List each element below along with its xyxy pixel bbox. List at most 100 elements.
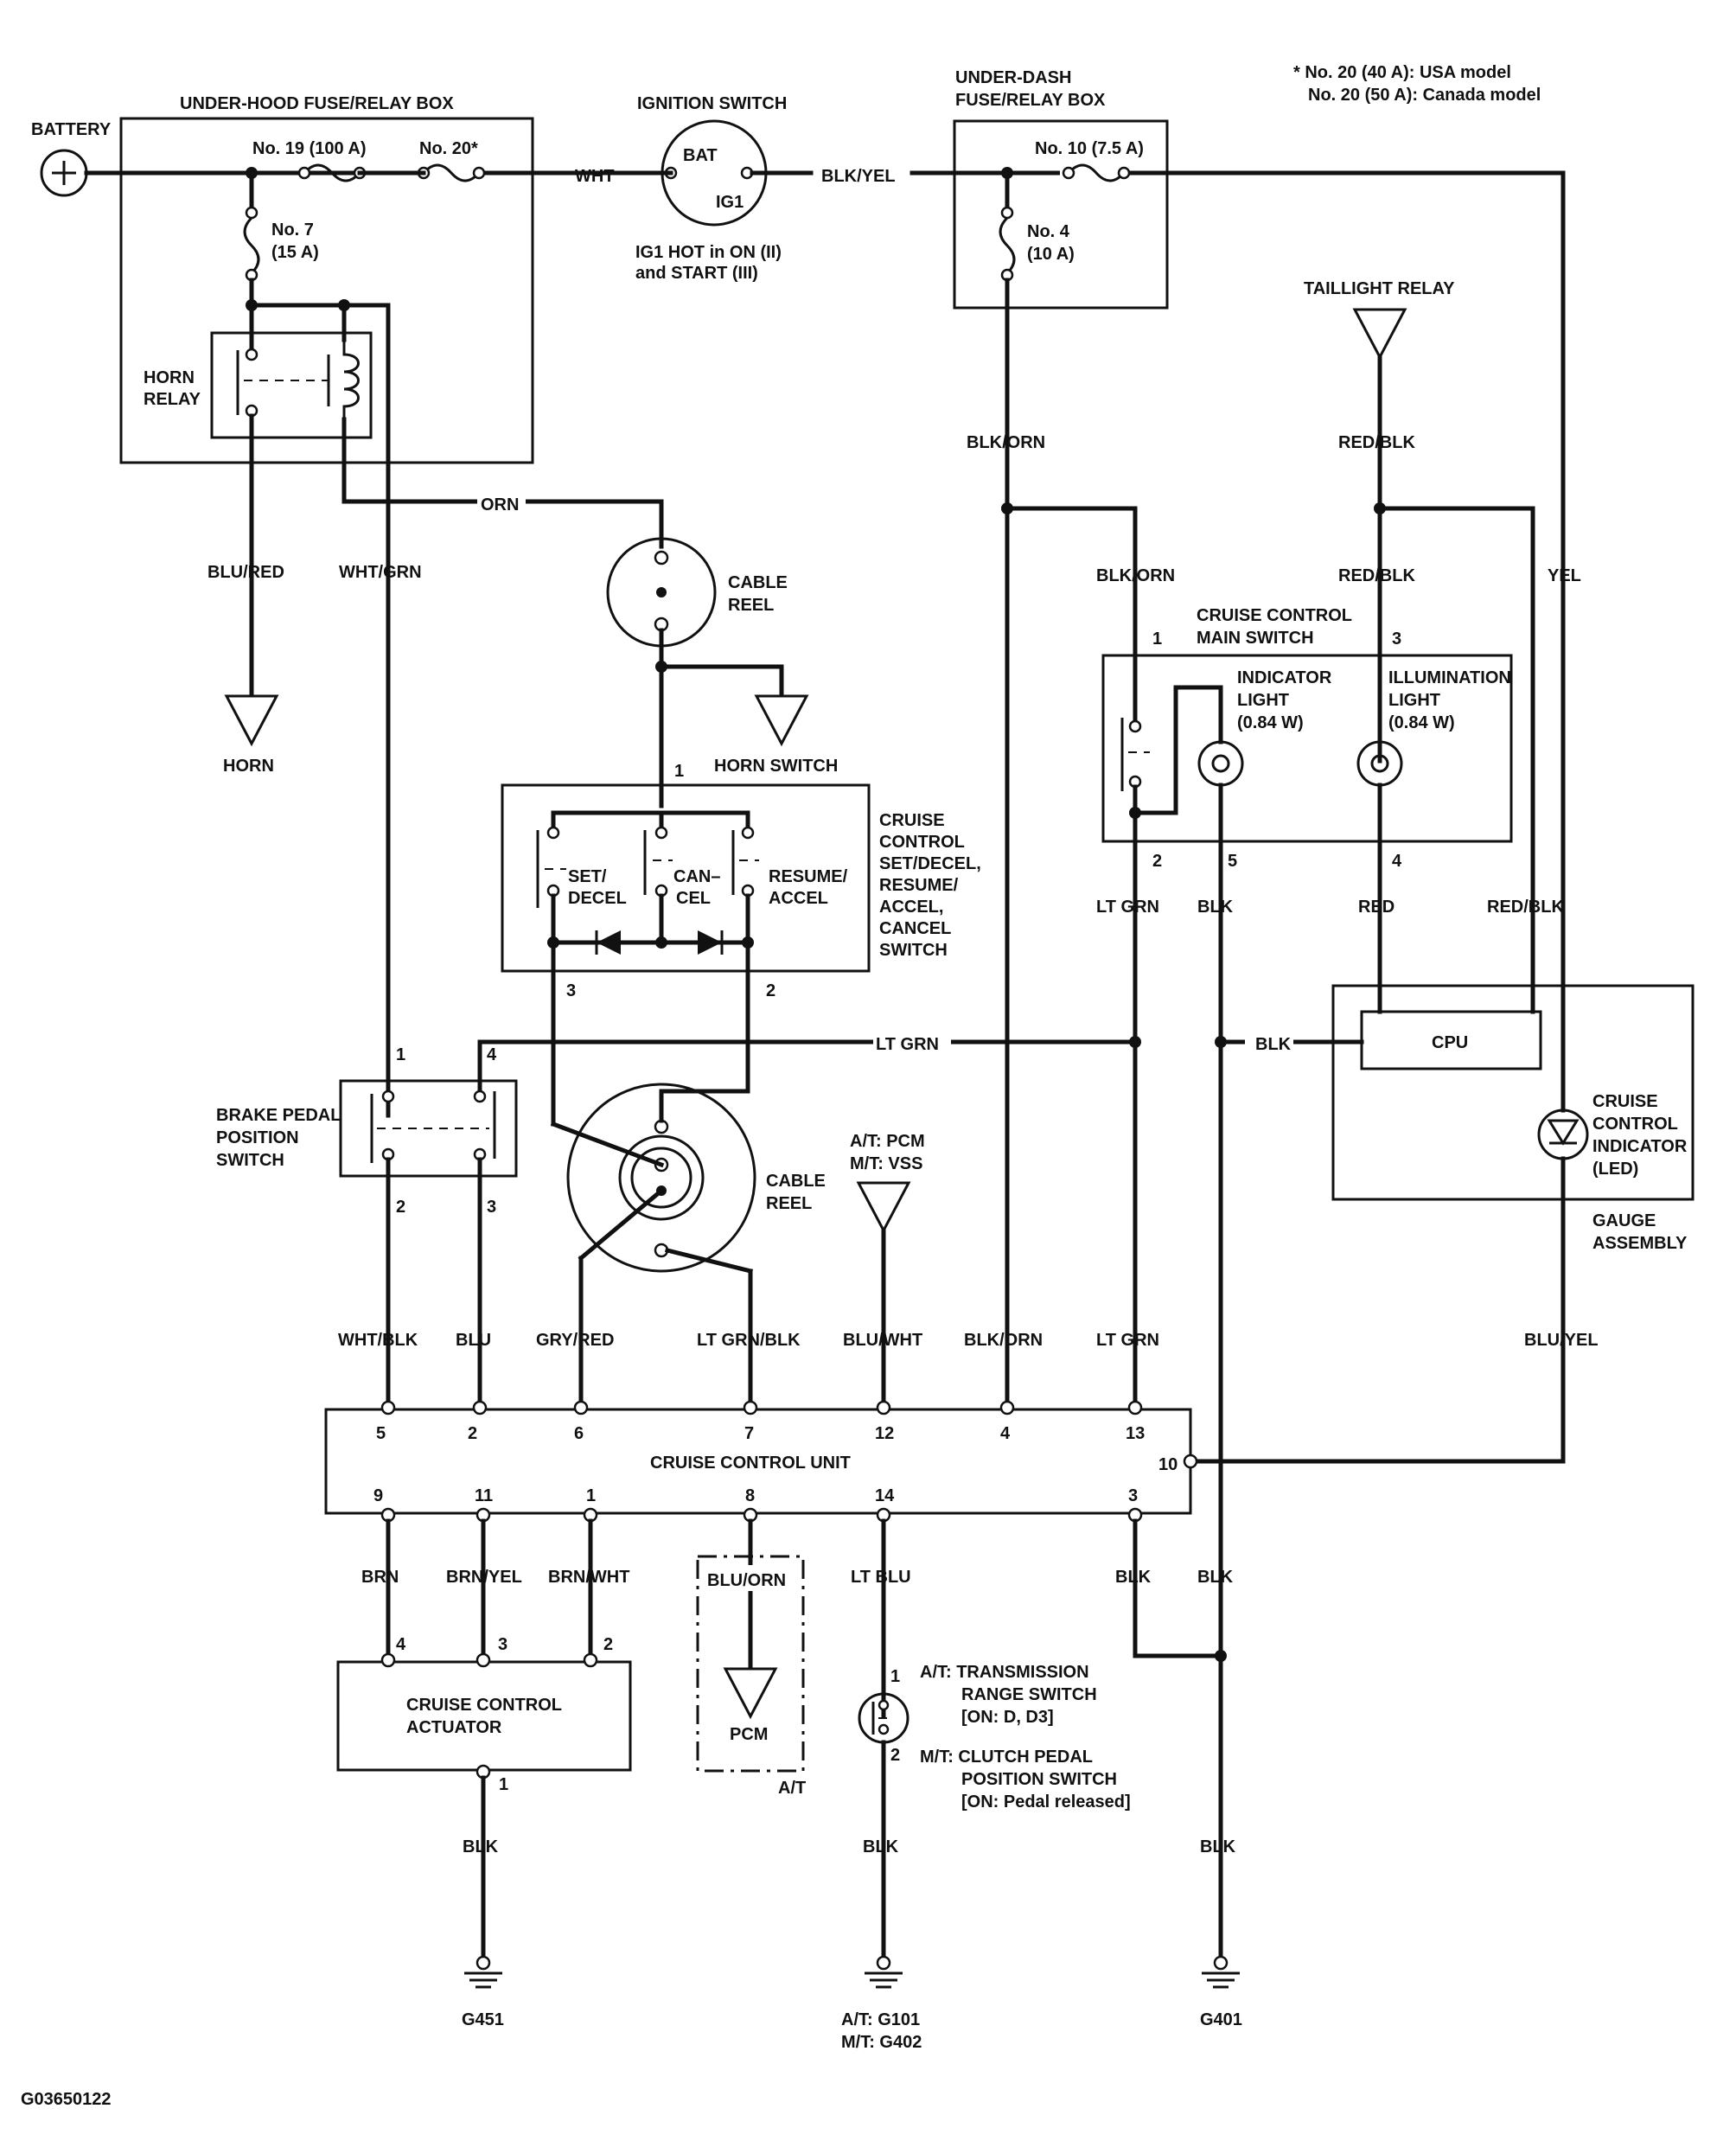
trans-label-1: A/T: TRANSMISSION <box>920 1663 1089 1682</box>
fuse-no-4: No. 4 (10 A) <box>999 206 1075 282</box>
pcm-at-box: BLU/ORN PCM A/T <box>696 1555 806 1798</box>
underdash-box-label-2: FUSE/RELAY BOX <box>955 91 1106 110</box>
main-pin-5: 5 <box>1228 852 1237 871</box>
indicator-light-rating: (0.84 W) <box>1237 713 1304 732</box>
underhood-fuse-relay-box: UNDER-HOOD FUSE/RELAY BOX <box>119 94 534 464</box>
trans-pin-1: 1 <box>890 1667 900 1686</box>
resume-accel-label: RESUME/ <box>769 867 848 886</box>
ignition-ig1-label: IG1 <box>716 193 744 212</box>
actuator-pin-4: 4 <box>396 1635 406 1654</box>
resume-accel-label-2: ACCEL <box>769 889 828 908</box>
ground-g101-g402: A/T: G101 M/T: G402 <box>841 1955 922 2052</box>
switch-pin-2: 2 <box>766 981 775 1000</box>
cpu-label: CPU <box>1432 1033 1468 1052</box>
transmission-range-switch: 1 2 A/T: TRANSMISSION RANGE SWITCH [ON: … <box>858 1663 1131 1812</box>
cruise-control-unit: CRUISE CONTROL UNIT 5 2 6 7 12 4 13 10 9… <box>324 1400 1198 1523</box>
brake-pedal-position-switch: BRAKE PEDAL POSITION SWITCH 1 4 2 3 <box>216 1045 518 1217</box>
ground-g402-label: M/T: G402 <box>841 2033 922 2052</box>
wire-lt-grn-horizontal-label: LT GRN <box>876 1035 939 1054</box>
cable-reel-bottom-label: CABLE <box>766 1172 826 1191</box>
footnote-line-1: * No. 20 (40 A): USA model <box>1293 63 1511 82</box>
ccu-pin-11: 11 <box>475 1486 493 1505</box>
wire-blk-orn-label-3: BLK/ORN <box>964 1331 1043 1350</box>
trans-label-2: RANGE SWITCH <box>961 1685 1097 1704</box>
switch-title-3: SET/DECEL, <box>879 854 981 873</box>
cruise-indicator-label-3: INDICATOR <box>1592 1137 1688 1156</box>
brake-switch-label-2: POSITION <box>216 1128 299 1147</box>
horn-relay-label: HORN <box>144 368 195 387</box>
fuse-no-20: No. 20* <box>417 139 486 182</box>
underdash-box-label: UNDER-DASH <box>955 68 1071 87</box>
ccu-pin-3: 3 <box>1128 1486 1138 1505</box>
fuse-no-7-rating: (15 A) <box>271 243 319 262</box>
ccu-pin-1: 1 <box>586 1486 596 1505</box>
cable-reel-top-label: CABLE <box>728 573 788 592</box>
switch-title-7: SWITCH <box>879 941 948 960</box>
footnote-line-2: No. 20 (50 A): Canada model <box>1308 86 1541 105</box>
fuse-no-19-label: No. 19 (100 A) <box>252 139 367 158</box>
wire-lt-blu-label: LT BLU <box>851 1568 911 1587</box>
actuator-pin-1: 1 <box>499 1775 508 1794</box>
gauge-assembly-label-2: ASSEMBLY <box>1592 1234 1688 1253</box>
pcm-vss-label-2: M/T: VSS <box>850 1154 922 1173</box>
ccu-pin-14: 14 <box>875 1486 895 1505</box>
illumination-light-label: ILLUMINATION <box>1388 668 1511 687</box>
wire-blu-label: BLU <box>456 1331 491 1350</box>
actuator-pin-2: 2 <box>603 1635 613 1654</box>
switch-pin-1: 1 <box>674 762 684 781</box>
ccu-pin-5: 5 <box>376 1424 386 1443</box>
horn-label: HORN <box>223 757 274 776</box>
ccu-pin-12: 12 <box>875 1424 894 1443</box>
at-label: A/T <box>778 1779 806 1798</box>
wire-gry-red-label: GRY/RED <box>536 1331 614 1350</box>
fuse-no-7: No. 7 (15 A) <box>243 206 319 282</box>
fuse-no-10-label: No. 10 (7.5 A) <box>1035 139 1144 158</box>
actuator-label: CRUISE CONTROL <box>406 1696 562 1715</box>
switch-title-1: CRUISE <box>879 811 945 830</box>
wire-lt-grn-label-2: LT GRN <box>1096 1331 1159 1350</box>
fuse-no-4-rating: (10 A) <box>1027 245 1075 264</box>
wire-brn-yel-label: BRN/YEL <box>446 1568 522 1587</box>
cruise-indicator-label-4: (LED) <box>1592 1160 1638 1179</box>
taillight-relay-label: TAILLIGHT RELAY <box>1304 279 1455 298</box>
set-decel-label: SET/ <box>568 867 607 886</box>
switch-pin-3: 3 <box>566 981 576 1000</box>
main-pin-4: 4 <box>1392 852 1402 871</box>
set-decel-label-2: DECEL <box>568 889 627 908</box>
ground-g101-label: A/T: G101 <box>841 2010 920 2029</box>
horn-relay: HORN RELAY <box>144 303 373 504</box>
taillight-relay-symbol <box>1352 308 1407 361</box>
indicator-light-label-2: LIGHT <box>1237 691 1289 710</box>
illumination-light-label-2: LIGHT <box>1388 691 1440 710</box>
ccu-pin-8: 8 <box>745 1486 755 1505</box>
ccu-pin-2: 2 <box>468 1424 477 1443</box>
pcm-symbol <box>723 1667 778 1720</box>
wire-blu-wht-label: BLU/WHT <box>843 1331 922 1350</box>
cable-reel-bottom-label-2: REEL <box>766 1194 812 1213</box>
wire-blk-label-6: BLK <box>1200 1837 1236 1856</box>
brake-pin-1: 1 <box>396 1045 405 1064</box>
ground-g401: G401 <box>1200 1955 1242 2029</box>
ground-g451-label: G451 <box>462 2010 504 2029</box>
illumination-light-rating: (0.84 W) <box>1388 713 1455 732</box>
wire-wht-grn-label: WHT/GRN <box>339 563 422 582</box>
diagram-id: G03650122 <box>21 2090 112 2109</box>
pcm-label: PCM <box>730 1725 768 1744</box>
wire-brn-label: BRN <box>361 1568 399 1587</box>
wire-blk-gauge-label: BLK <box>1255 1035 1292 1054</box>
wire-red-label: RED <box>1358 898 1395 917</box>
ignition-switch-label: IGNITION SWITCH <box>637 94 787 113</box>
wire-blu-red-label: BLU/RED <box>207 563 284 582</box>
horn-switch-label: HORN SWITCH <box>714 757 838 776</box>
trans-label-5: POSITION SWITCH <box>961 1770 1117 1789</box>
wire-wht-label: WHT <box>575 167 615 186</box>
wire-red-blk-label: RED/BLK <box>1338 433 1415 452</box>
ccu-pin-4: 4 <box>1000 1424 1011 1443</box>
fuse-no-7-label: No. 7 <box>271 220 314 240</box>
ig1-note-line-2: and START (III) <box>635 264 758 283</box>
wire-lt-grn-label: LT GRN <box>1096 898 1159 917</box>
wire-blk-label-4: BLK <box>463 1837 499 1856</box>
wire-lt-grn-blk-label: LT GRN/BLK <box>697 1331 801 1350</box>
cruise-control-main-switch: CRUISE CONTROL MAIN SWITCH 1 3 INDICATOR… <box>1101 606 1513 871</box>
indicator-light-label: INDICATOR <box>1237 668 1332 687</box>
